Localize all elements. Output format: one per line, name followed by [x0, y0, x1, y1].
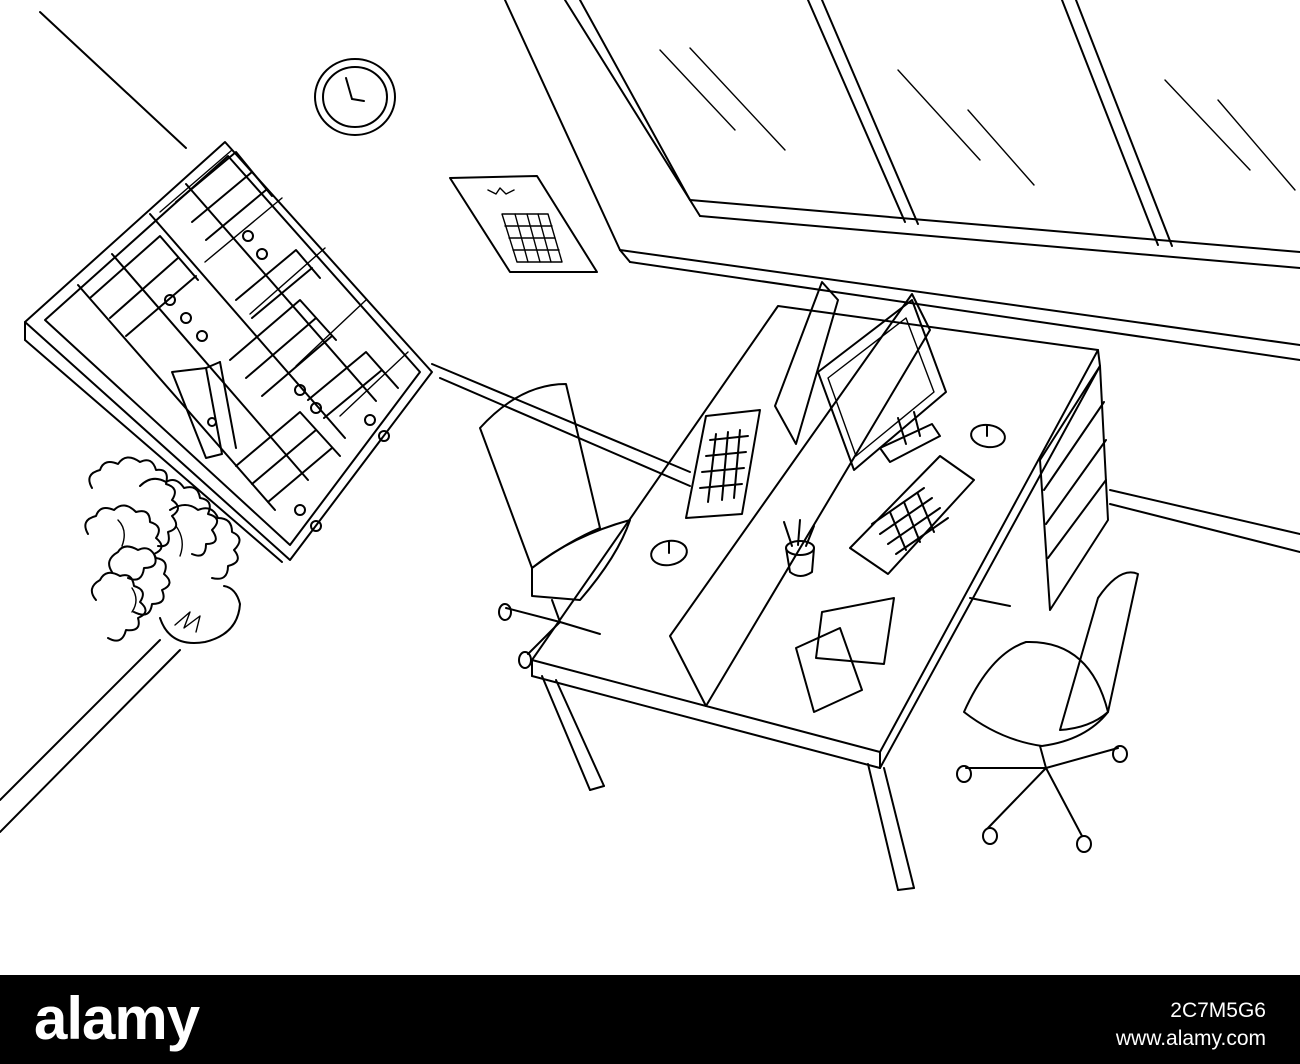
watermark-banner: alamy 2C7M5G6 www.alamy.com	[0, 975, 1300, 1064]
file-binders	[89, 151, 399, 532]
office-chair	[479, 383, 631, 669]
image-id-text: 2C7M5G6	[1170, 999, 1266, 1022]
brand-logo: alamy	[34, 985, 200, 1052]
room-edges	[0, 11, 1300, 833]
monitor-icon	[817, 299, 947, 471]
stock-site-url: www.alamy.com	[1115, 1027, 1266, 1050]
keyboard-icon	[849, 455, 975, 575]
paper-stack	[795, 597, 895, 713]
mouse-icon	[650, 539, 688, 567]
mouse-icon	[970, 423, 1006, 449]
pen-cup-icon	[783, 519, 815, 577]
wall-calendar-icon	[449, 175, 598, 273]
stock-image-id: 2C7M5G6 www.alamy.com	[1116, 997, 1266, 1053]
bookshelf	[24, 141, 433, 563]
window	[504, 0, 1300, 361]
office-sketch	[0, 0, 1300, 891]
desk	[531, 305, 1109, 891]
potted-plant-icon	[84, 456, 241, 644]
wall-clock-icon	[314, 58, 396, 136]
keyboard-icon	[685, 409, 761, 519]
office-chair	[956, 571, 1139, 853]
